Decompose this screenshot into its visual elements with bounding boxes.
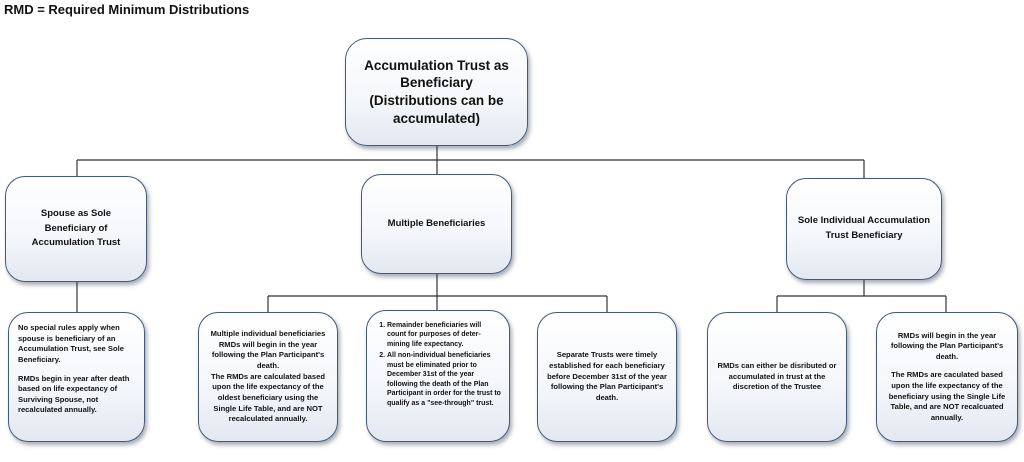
spouse-detail-text-1: No special rules apply when spouse is be…	[18, 323, 124, 364]
spouse-node: Spouse as Sole Beneficiary of Accumulati…	[5, 176, 147, 282]
sole-beneficiary-label: Sole Individual Accumulation Trust Benef…	[797, 215, 931, 241]
trustee-discretion-node: RMDs can either be disributed or accumul…	[707, 312, 847, 442]
spouse-detail-text-2: RMDs begin in year after death based on …	[18, 373, 130, 415]
trustee-discretion-text: RMDs can either be disributed or accumul…	[717, 361, 837, 392]
single-life-table-node: RMDs will begin in the year following th…	[876, 312, 1018, 442]
root-node-label: Accumulation Trust as Beneficiary (Distr…	[364, 57, 509, 126]
oldest-beneficiary-text-1: Multiple individual beneficiaries RMDs w…	[210, 329, 326, 371]
multiple-beneficiaries-label: Multiple Beneficiaries	[387, 217, 486, 229]
see-through-rules-list: Remainder beneficiaries will count for p…	[375, 321, 501, 408]
see-through-rules-node: Remainder beneficiaries will count for p…	[366, 310, 510, 442]
single-life-text-1: RMDs will begin in the year following th…	[890, 330, 1004, 361]
legend-text: RMD = Required Minimum Distributions	[4, 2, 250, 17]
spouse-detail-node: No special rules apply when spouse is be…	[8, 312, 145, 442]
root-node: Accumulation Trust as Beneficiary (Distr…	[345, 38, 528, 146]
separate-trusts-text: Separate Trusts were timely established …	[547, 350, 667, 402]
single-life-text-2: The RMDs are caculated based upon the li…	[888, 370, 1006, 422]
multiple-beneficiaries-node: Multiple Beneficiaries	[361, 174, 512, 274]
separate-trusts-node: Separate Trusts were timely established …	[537, 312, 677, 442]
see-through-rule-1: Remainder beneficiaries will count for p…	[387, 321, 501, 349]
see-through-rule-2: All non-individual beneficiaries must be…	[387, 351, 501, 408]
oldest-beneficiary-node: Multiple individual beneficiaries RMDs w…	[198, 312, 338, 442]
sole-beneficiary-node: Sole Individual Accumulation Trust Benef…	[786, 178, 942, 280]
spouse-node-label: Spouse as Sole Beneficiary of Accumulati…	[31, 207, 121, 249]
oldest-beneficiary-text-2: The RMDs are calculated based upon the l…	[211, 371, 325, 424]
